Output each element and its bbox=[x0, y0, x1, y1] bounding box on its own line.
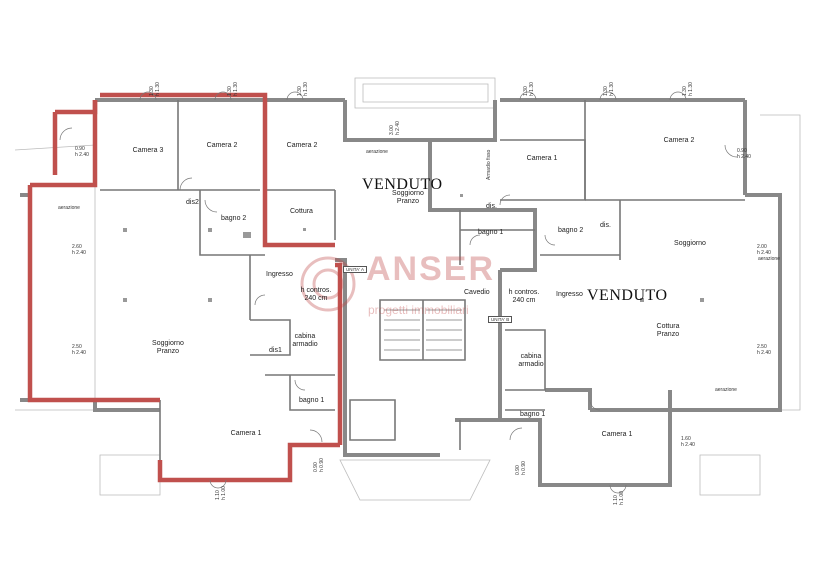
room-label: dis. bbox=[600, 222, 611, 229]
room-label: Ingresso bbox=[266, 271, 293, 278]
window-dimension: 0.90 h 2.40 bbox=[737, 148, 751, 160]
window-dimension: 1.10 h 1.00 bbox=[215, 486, 227, 500]
watermark: ANSER progetti immobiliari bbox=[296, 248, 526, 328]
room-label: h contros. 240 cm bbox=[300, 287, 332, 302]
window-dimension: 1.60 h 2.40 bbox=[681, 436, 695, 448]
room-label: Cottura bbox=[290, 208, 313, 215]
window-dimension: 2.60 h 2.40 bbox=[72, 244, 86, 256]
ventilation-label: aerazione bbox=[366, 149, 388, 155]
interior-walls bbox=[100, 100, 745, 470]
window-dimension: 3.00 h 2.40 bbox=[389, 121, 401, 135]
window-dimension: 2.50 h 2.40 bbox=[72, 344, 86, 356]
sold-unit-outline bbox=[27, 92, 343, 483]
stairs bbox=[384, 309, 462, 351]
window-dimension: 1.10 h 1.00 bbox=[613, 491, 625, 505]
room-label: bagno 2 bbox=[221, 215, 247, 222]
room-label: Cavedio bbox=[464, 289, 490, 296]
room-label: Armadio fisso bbox=[486, 149, 492, 180]
room-label: Cottura Pranzo bbox=[656, 323, 680, 338]
room-label: Camera 3 bbox=[132, 147, 164, 154]
window-dimension: 0.90 h 0.90 bbox=[515, 461, 527, 475]
room-label: Ingresso bbox=[556, 291, 583, 298]
window-dimension: 2.00 h 2.40 bbox=[757, 244, 771, 256]
watermark-brand: ANSER bbox=[366, 250, 496, 288]
room-label: Camera 1 bbox=[601, 431, 633, 438]
sold-label-right: VENDUTO bbox=[587, 287, 668, 304]
room-label: dis1 bbox=[269, 347, 282, 354]
window-dimension: 1.30 h 1.30 bbox=[523, 82, 535, 96]
window-dimension: 1.30 h 1.30 bbox=[682, 82, 694, 96]
window-dimension: 0.90 h 0.90 bbox=[313, 458, 325, 472]
room-label: h contros. 240 cm bbox=[508, 289, 540, 304]
room-label: cabina armadio bbox=[292, 333, 318, 348]
window-dimension: 0.90 h 2.40 bbox=[75, 146, 89, 158]
room-label: Camera 1 bbox=[526, 155, 558, 162]
unit-tag-left: UNITA' A bbox=[343, 266, 368, 273]
room-label: cabina armadio bbox=[518, 353, 544, 368]
room-label: dis. bbox=[486, 203, 497, 210]
room-label: Camera 2 bbox=[663, 137, 695, 144]
window-dimension: 1.30 h 1.30 bbox=[297, 82, 309, 96]
sold-label-left: VENDUTO bbox=[362, 176, 443, 193]
room-label: bagno 1 bbox=[299, 397, 325, 404]
window-dimension: 1.30 h 1.30 bbox=[227, 82, 239, 96]
room-label: Camera 1 bbox=[230, 430, 262, 437]
room-label: bagno 2 bbox=[558, 227, 584, 234]
ceiling-markers bbox=[123, 194, 704, 302]
watermark-tagline: progetti immobiliari bbox=[368, 303, 469, 317]
window-dimension: 2.50 h 2.40 bbox=[757, 344, 771, 356]
unit-tag-right: UNITA' B bbox=[488, 316, 513, 323]
ventilation-label: aerazione bbox=[758, 256, 780, 262]
watermark-logo-icon bbox=[300, 256, 356, 312]
window-dimension: 1.30 h 1.30 bbox=[603, 82, 615, 96]
room-label: Camera 2 bbox=[286, 142, 318, 149]
building-walls bbox=[20, 98, 782, 487]
room-label: Camera 2 bbox=[206, 142, 238, 149]
window-symbols bbox=[139, 91, 687, 494]
room-label: Soggiorno bbox=[674, 240, 706, 247]
room-label: Soggiorno Pranzo bbox=[392, 190, 424, 205]
room-label: Soggiorno Pranzo bbox=[152, 340, 184, 355]
door-swings bbox=[59, 127, 738, 443]
room-label: dis2 bbox=[186, 199, 199, 206]
ventilation-label: aerazione bbox=[58, 205, 80, 211]
ventilation-label: aerazione bbox=[715, 387, 737, 393]
window-dimension: 1.30 h 1.30 bbox=[149, 82, 161, 96]
room-label: bagno 1 bbox=[478, 229, 504, 236]
room-label: bagno 1 bbox=[520, 411, 546, 418]
